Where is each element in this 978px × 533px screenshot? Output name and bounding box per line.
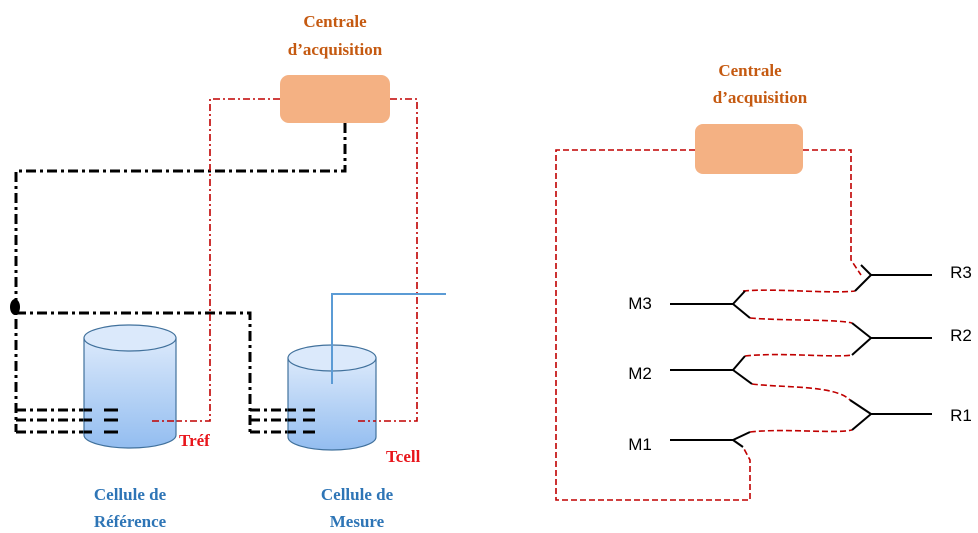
r3-label: R3 <box>950 263 972 282</box>
measure-cell-label-line1: Cellule de <box>321 485 394 504</box>
right-diagram: Centrale d’acquisition M3 M2 M1 <box>555 61 972 501</box>
left-black-wiring-front <box>84 408 315 434</box>
left-acquisition-label-line1: Centrale <box>303 12 367 31</box>
left-acquisition-label-line2: d’acquisition <box>288 40 383 59</box>
r1-label: R1 <box>950 406 972 425</box>
left-acquisition-box <box>280 75 390 123</box>
measure-cell-label-line2: Mesure <box>330 512 385 531</box>
left-wiring-junction-dot <box>10 299 20 315</box>
m1-label: M1 <box>628 435 652 454</box>
right-red-wiring <box>555 149 862 501</box>
left-red-wiring <box>152 98 418 422</box>
right-r-connectors <box>849 264 932 431</box>
tref-label: Tréf <box>179 431 210 450</box>
right-acquisition-box <box>695 124 803 174</box>
reference-cell-label-line1: Cellule de <box>94 485 167 504</box>
m2-label: M2 <box>628 364 652 383</box>
reference-cell-cylinder <box>83 324 177 449</box>
right-acquisition-label-line2: d’acquisition <box>713 88 808 107</box>
left-diagram: Centrale d’acquisition <box>10 12 446 531</box>
tcell-label: Tcell <box>386 447 421 466</box>
m3-label: M3 <box>628 294 652 313</box>
right-acquisition-label-line1: Centrale <box>718 61 782 80</box>
r2-label: R2 <box>950 326 972 345</box>
right-m-connectors <box>670 290 753 448</box>
reference-cell-label-line2: Référence <box>94 512 167 531</box>
